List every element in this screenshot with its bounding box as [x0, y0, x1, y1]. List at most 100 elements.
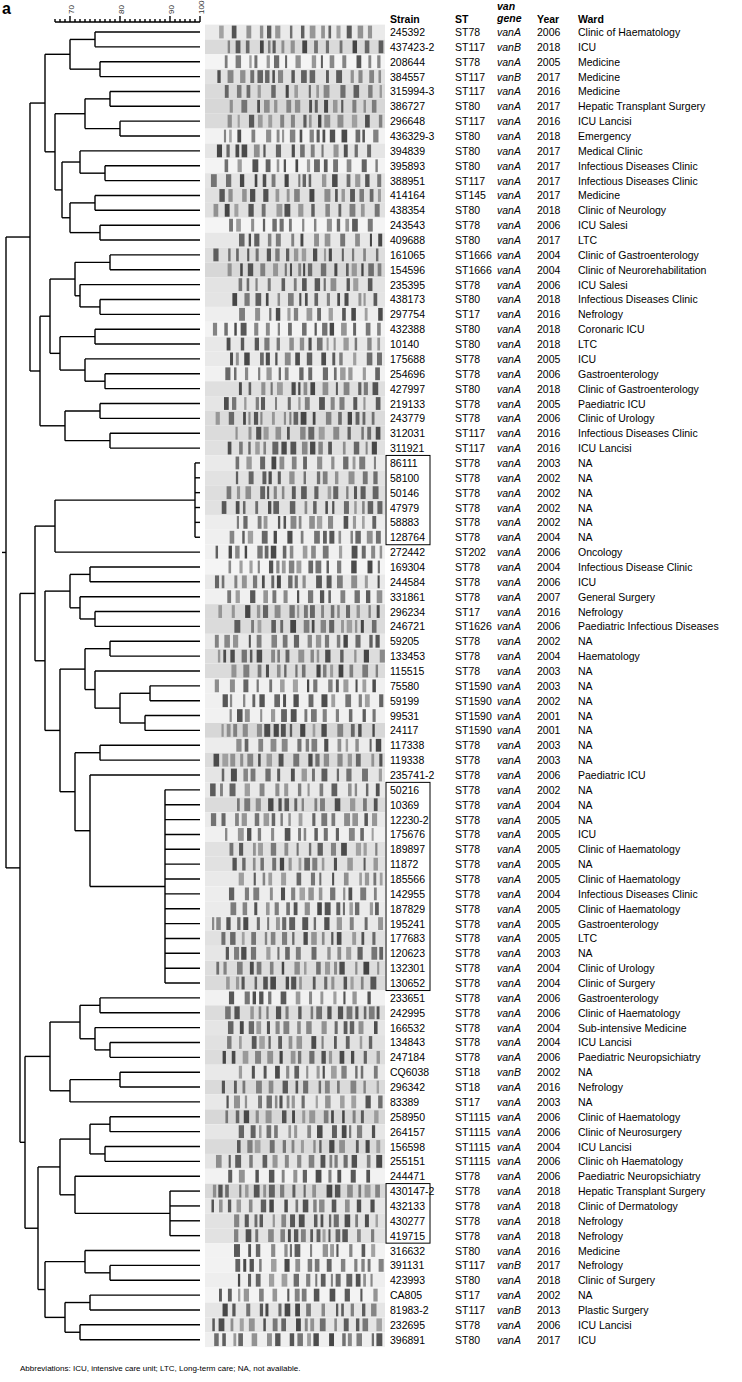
gel-band — [284, 1244, 287, 1257]
gel-band — [264, 516, 268, 529]
gel-band — [212, 917, 214, 930]
gel-band — [252, 1036, 257, 1049]
scale-tick — [84, 19, 85, 22]
gel-band — [338, 204, 341, 217]
gel-band — [377, 962, 379, 975]
gel-band — [274, 694, 280, 707]
gel-band — [294, 85, 298, 98]
gel-band — [269, 1185, 275, 1198]
gel-lane — [205, 678, 385, 693]
strain-id: 296234 — [390, 605, 425, 619]
sequence-type: ST78 — [455, 857, 480, 871]
gel-band — [230, 100, 233, 113]
column-header: ST — [455, 12, 468, 26]
gel-band — [351, 724, 355, 737]
year: 2004 — [537, 530, 560, 544]
gel-band — [297, 843, 299, 856]
gel-lane — [205, 277, 385, 292]
gel-band — [266, 159, 271, 172]
gel-band — [299, 1214, 305, 1227]
gel-band — [282, 1110, 286, 1123]
van-gene: vanA — [497, 545, 521, 559]
gel-band — [284, 1200, 287, 1213]
gel-band — [299, 367, 303, 380]
gel-band — [373, 382, 379, 395]
gel-band — [293, 694, 298, 707]
gel-band — [312, 769, 315, 782]
gel-lane — [205, 69, 385, 84]
gel-band — [372, 724, 374, 737]
sequence-type: ST78 — [455, 813, 480, 827]
gel-band — [232, 605, 235, 618]
strain-id: 331861 — [390, 590, 425, 604]
gel-band — [354, 486, 357, 499]
gel-band — [224, 635, 230, 648]
year: 2018 — [537, 129, 560, 143]
gel-band — [305, 397, 310, 410]
tree-branch — [195, 537, 200, 538]
gel-band — [216, 917, 221, 930]
gel-band — [258, 665, 262, 678]
gel-band — [372, 828, 374, 841]
gel-band — [337, 293, 340, 306]
strain-id: 154596 — [390, 263, 425, 277]
gel-band — [302, 323, 307, 336]
ward: ICU Salesi — [578, 218, 628, 232]
gel-band — [310, 26, 316, 39]
gel-band — [341, 620, 344, 633]
gel-band — [320, 590, 324, 603]
gel-lane — [205, 396, 385, 411]
gel-band — [260, 486, 265, 499]
sequence-type: ST1590 — [455, 694, 492, 708]
gel-band — [303, 1170, 307, 1183]
van-gene: vanA — [497, 263, 521, 277]
tree-branch — [165, 967, 200, 968]
gel-band — [222, 1081, 225, 1094]
gel-band — [258, 739, 263, 752]
strain-id: 219133 — [390, 397, 425, 411]
ward: Emergency — [578, 129, 631, 143]
gel-band — [281, 442, 286, 455]
gel-band — [378, 70, 381, 83]
gel-band — [367, 1155, 371, 1168]
gel-band — [355, 531, 360, 544]
gel-band — [267, 55, 270, 68]
tree-branch — [165, 893, 200, 894]
gel-band — [259, 1259, 262, 1272]
gel-band — [241, 338, 244, 351]
gel-band — [234, 1244, 240, 1257]
gel-band — [374, 1110, 378, 1123]
gel-band — [317, 1229, 321, 1242]
gel-lane — [205, 39, 385, 54]
tree-branch — [90, 1309, 200, 1310]
gel-band — [283, 546, 287, 559]
gel-band — [256, 427, 261, 440]
gel-band — [364, 1006, 367, 1019]
tree-branch — [35, 660, 45, 661]
gel-band — [325, 650, 330, 663]
gel-band — [227, 338, 231, 351]
gel-band — [268, 115, 272, 128]
scale-tick — [184, 19, 185, 22]
tree-branch — [45, 590, 70, 591]
gel-band — [348, 412, 352, 425]
gel-band — [357, 605, 360, 618]
gel-band — [372, 412, 375, 425]
gel-band — [305, 1318, 308, 1331]
gel-band — [267, 754, 272, 767]
gel-band — [275, 353, 277, 366]
van-gene: vanA — [497, 471, 521, 485]
gel-band — [351, 70, 354, 83]
gel-band — [284, 159, 286, 172]
gel-band — [284, 590, 288, 603]
gel-band — [264, 100, 270, 113]
gel-band — [216, 412, 220, 425]
ward: Coronaric ICU — [578, 322, 645, 336]
tree-branch — [110, 1131, 200, 1132]
gel-band — [258, 620, 262, 633]
gel-lane — [205, 188, 385, 203]
tree-branch — [80, 596, 200, 597]
gel-band — [234, 367, 236, 380]
gel-band — [243, 516, 247, 529]
gel-band — [357, 1229, 361, 1242]
